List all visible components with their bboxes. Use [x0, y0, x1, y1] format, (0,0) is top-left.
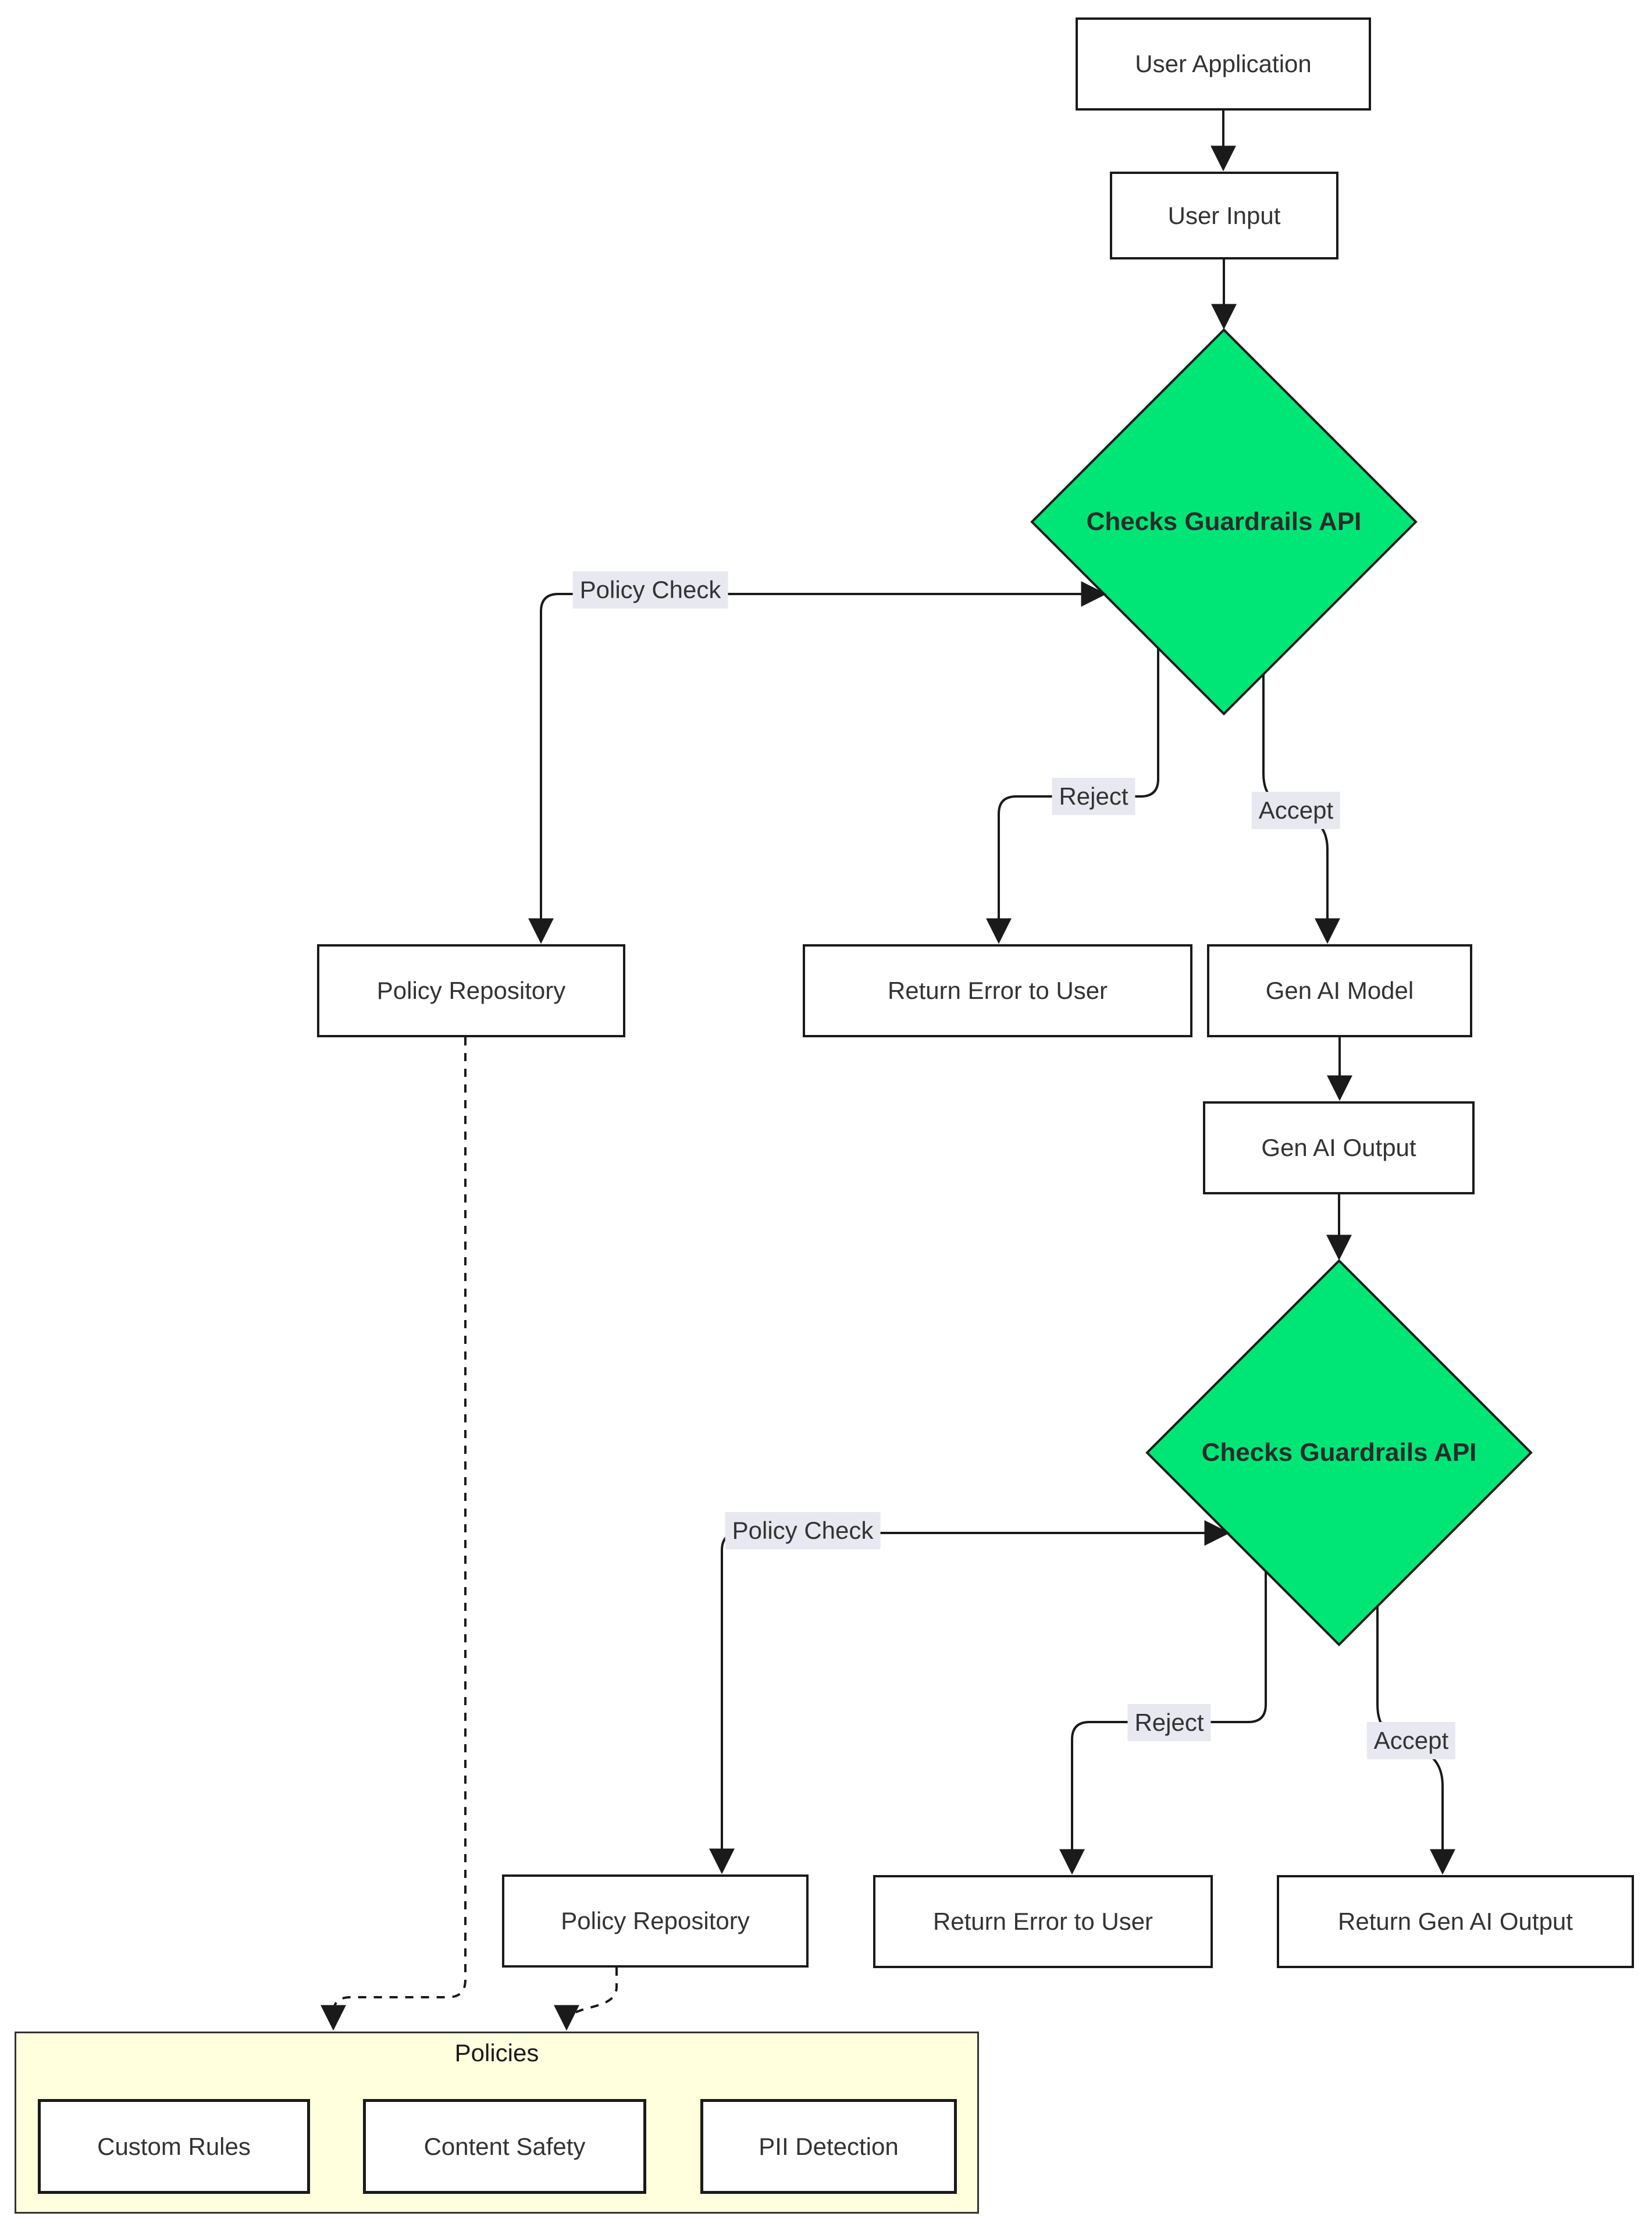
node-policy-repository-1: Policy Repository: [317, 944, 625, 1037]
decision-diamond-guardrails-1: [1030, 328, 1418, 716]
edge-repo2-policies-dashed: [554, 1968, 618, 2031]
edge-label-accept-1: Accept: [1251, 792, 1341, 829]
node-user-input: User Input: [1110, 172, 1338, 259]
edge-repo1-policies-dashed: [321, 1037, 467, 2031]
decision-diamond-guardrails-2: [1145, 1259, 1533, 1646]
node-return-error-1: Return Error to User: [803, 944, 1192, 1037]
node-pii-detection: PII Detection: [700, 2099, 957, 2194]
edge-label-reject-1: Reject: [1052, 778, 1135, 815]
node-guardrails-api-2-label: Checks Guardrails API: [1201, 1438, 1477, 1467]
edge-policy-check-2: [709, 1520, 1230, 1874]
edge-label-policy-check-1: Policy Check: [572, 571, 728, 609]
node-guardrails-api-1-label: Checks Guardrails API: [1086, 507, 1362, 536]
node-user-application: User Application: [1076, 17, 1371, 111]
policies-cluster: Policies Custom Rules Content Safety PII…: [15, 2032, 979, 2214]
edge-label-accept-2: Accept: [1366, 1722, 1456, 1759]
edge-label-policy-check-2: Policy Check: [725, 1512, 881, 1549]
node-return-gen-ai-output: Return Gen AI Output: [1277, 1875, 1634, 1968]
edge-label-reject-2: Reject: [1127, 1704, 1211, 1741]
node-gen-ai-output: Gen AI Output: [1203, 1101, 1475, 1194]
node-return-error-2: Return Error to User: [873, 1875, 1213, 1968]
node-gen-ai-model: Gen AI Model: [1207, 944, 1472, 1037]
node-content-safety: Content Safety: [363, 2099, 646, 2194]
node-policy-repository-2: Policy Repository: [502, 1874, 809, 1968]
edge-policy-check-1: [528, 581, 1107, 944]
node-custom-rules: Custom Rules: [38, 2099, 310, 2194]
policies-cluster-title: Policies: [454, 2039, 539, 2066]
